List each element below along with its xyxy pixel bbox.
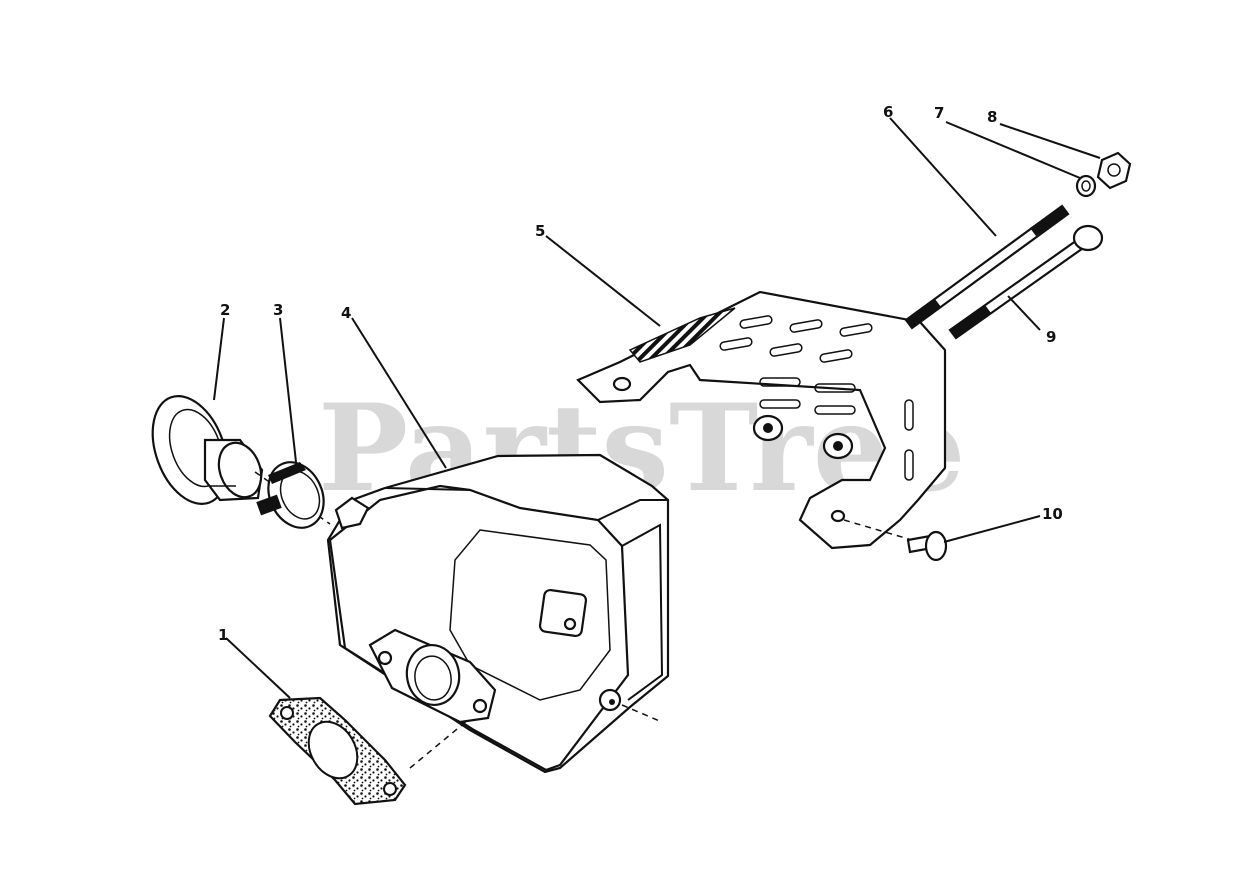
callout-9: 9: [1046, 328, 1056, 346]
hose-clamp: [256, 461, 325, 529]
callout-2: 2: [220, 301, 230, 319]
callout-7: 7: [934, 104, 944, 122]
callout-10: 10: [1042, 505, 1063, 523]
callout-4: 4: [341, 304, 351, 322]
heat-shield: [576, 290, 947, 550]
callout-5: 5: [535, 222, 545, 240]
stud-bolt: [904, 204, 1070, 330]
callout-6: 6: [883, 103, 893, 121]
exhaust-deflector: [151, 395, 331, 525]
muffler-body: [326, 453, 670, 774]
lock-washer: [1075, 174, 1097, 198]
leader-lines: [213, 117, 1101, 699]
callout-1: 1: [218, 626, 228, 644]
callout-8: 8: [987, 108, 997, 126]
hex-nut: [1096, 151, 1132, 190]
gasket: [268, 696, 469, 806]
screw: [906, 530, 948, 562]
long-bolt: [948, 224, 1104, 340]
callout-3: 3: [273, 301, 283, 319]
